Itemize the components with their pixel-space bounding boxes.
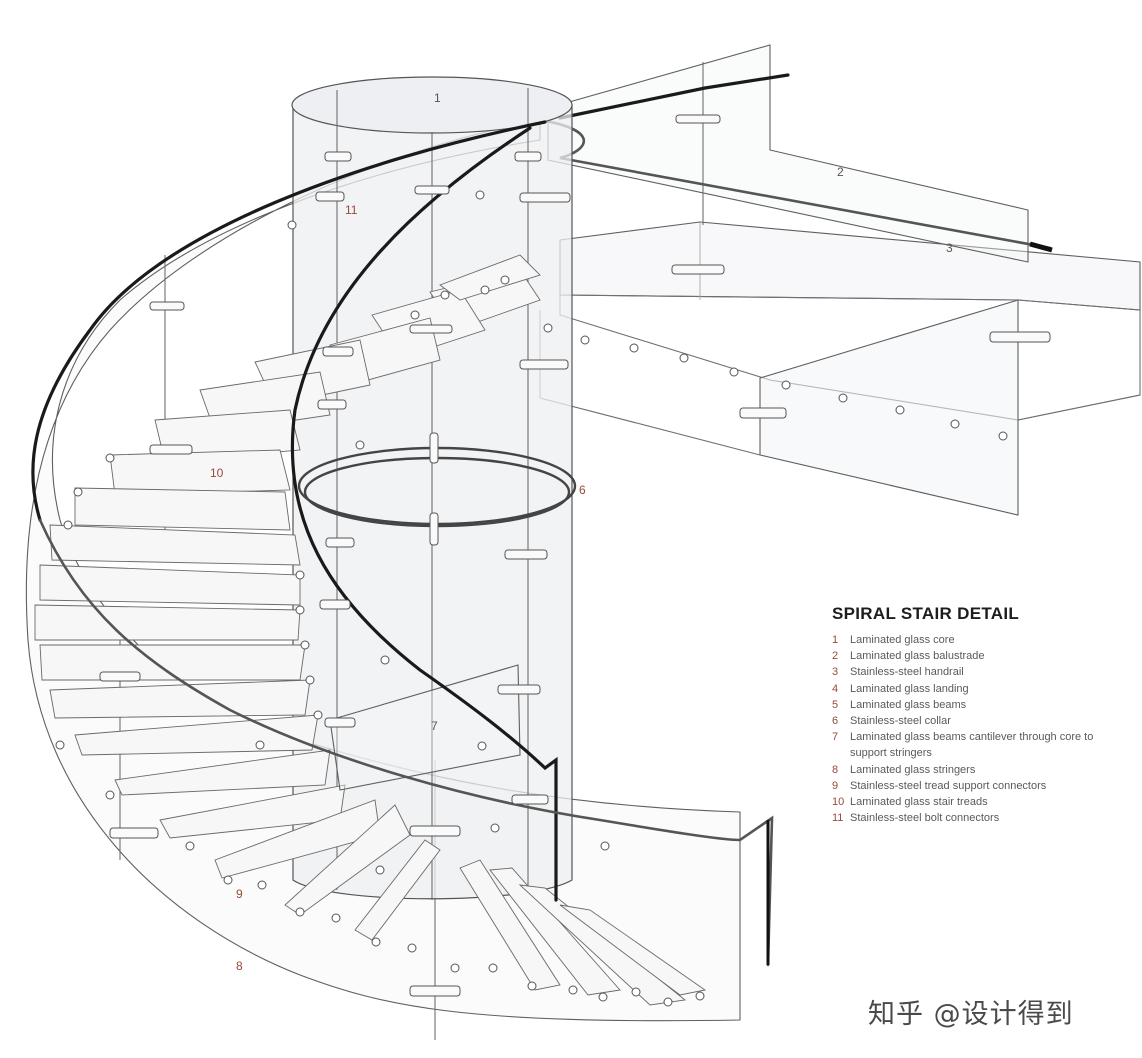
legend-item-text: Laminated glass beams cantilever through… bbox=[850, 731, 1094, 760]
tread-support-bolts bbox=[55, 190, 1008, 1007]
legend-item-number: 8 bbox=[832, 763, 839, 776]
outer-handrail-upper bbox=[31, 120, 547, 522]
callout-11: 11 bbox=[345, 203, 358, 217]
cantilever-beam bbox=[329, 664, 521, 791]
legend-item: 10 Laminated glass stair treads bbox=[832, 794, 1132, 810]
legend-item: 11 Stainless-steel bolt connectors bbox=[832, 810, 1132, 826]
legend-item-number: 5 bbox=[832, 698, 839, 711]
legend-title: SPIRAL STAIR DETAIL bbox=[832, 604, 1020, 623]
callout-10: 10 bbox=[210, 466, 224, 480]
callout-3: 3 bbox=[946, 241, 953, 255]
legend-item-text: Stainless-steel bolt connectors bbox=[850, 812, 1000, 825]
handrail-end-cap bbox=[1029, 241, 1053, 253]
legend-item-text: Laminated glass core bbox=[850, 634, 955, 646]
outer-handrail-lower bbox=[38, 518, 774, 967]
inner-handrail bbox=[290, 126, 558, 902]
legend-item: 8 Laminated glass stringers bbox=[832, 762, 1132, 778]
legend-item-number: 1 bbox=[832, 634, 839, 646]
legend-item-number: 3 bbox=[832, 666, 839, 679]
legend-item-number: 4 bbox=[832, 682, 839, 695]
legend-item-text: Laminated glass stringers bbox=[850, 763, 976, 776]
legend-list: 1 Laminated glass core 2 Laminated glass ba… bbox=[832, 632, 1132, 826]
legend-item: 5 Laminated glass beams bbox=[832, 697, 1132, 713]
glass-beam-panel bbox=[759, 299, 1019, 516]
legend-item-number: 6 bbox=[832, 715, 839, 728]
legend-item: 2 Laminated glass balustrade bbox=[832, 648, 1132, 664]
legend-item: 7 Laminated glass beams cantilever throug… bbox=[832, 729, 1132, 761]
legend-item: 3 Stainless-steel handrail bbox=[832, 664, 1132, 680]
glass-landing bbox=[539, 221, 1141, 516]
legend-item-text: Laminated glass stair treads bbox=[850, 796, 988, 809]
callout-9: 9 bbox=[236, 887, 243, 901]
legend-item-text: Laminated glass landing bbox=[850, 682, 969, 695]
callout-2: 2 bbox=[837, 165, 844, 179]
callout-6: 6 bbox=[579, 483, 586, 497]
legend-item-text: Laminated glass beams bbox=[850, 698, 967, 711]
callout-8: 8 bbox=[236, 959, 243, 973]
legend-item-number: 2 bbox=[832, 650, 839, 663]
legend-item: 9 Stainless-steel tread support connector… bbox=[832, 778, 1132, 794]
legend-item-text: Stainless-steel handrail bbox=[850, 666, 964, 679]
watermark: 知乎 @设计得到 bbox=[868, 999, 1074, 1030]
callout-labels: 1 2 3 6 7 8 9 10 11 bbox=[210, 91, 953, 973]
legend-item-text: Laminated glass balustrade bbox=[850, 650, 985, 663]
legend-item-text: Stainless-steel collar bbox=[850, 715, 951, 728]
legend-item-number: 10 bbox=[832, 796, 845, 809]
landing-handrail-upper bbox=[558, 73, 790, 120]
legend-item-number: 9 bbox=[832, 779, 839, 792]
legend-item: 4 Laminated glass landing bbox=[832, 681, 1132, 697]
callout-7: 7 bbox=[431, 719, 438, 733]
callout-1: 1 bbox=[434, 91, 441, 105]
legend-item: 6 Stainless-steel collar bbox=[832, 713, 1132, 729]
legend-item: 1 Laminated glass core bbox=[832, 632, 1132, 648]
legend-item-text: Stainless-steel tread support connectors bbox=[850, 779, 1047, 792]
bolt-connectors bbox=[99, 114, 1051, 997]
legend: SPIRAL STAIR DETAIL 1 Laminated glass cor… bbox=[832, 604, 1132, 826]
legend-item-number: 7 bbox=[832, 731, 839, 744]
legend-item-number: 11 bbox=[832, 812, 844, 825]
